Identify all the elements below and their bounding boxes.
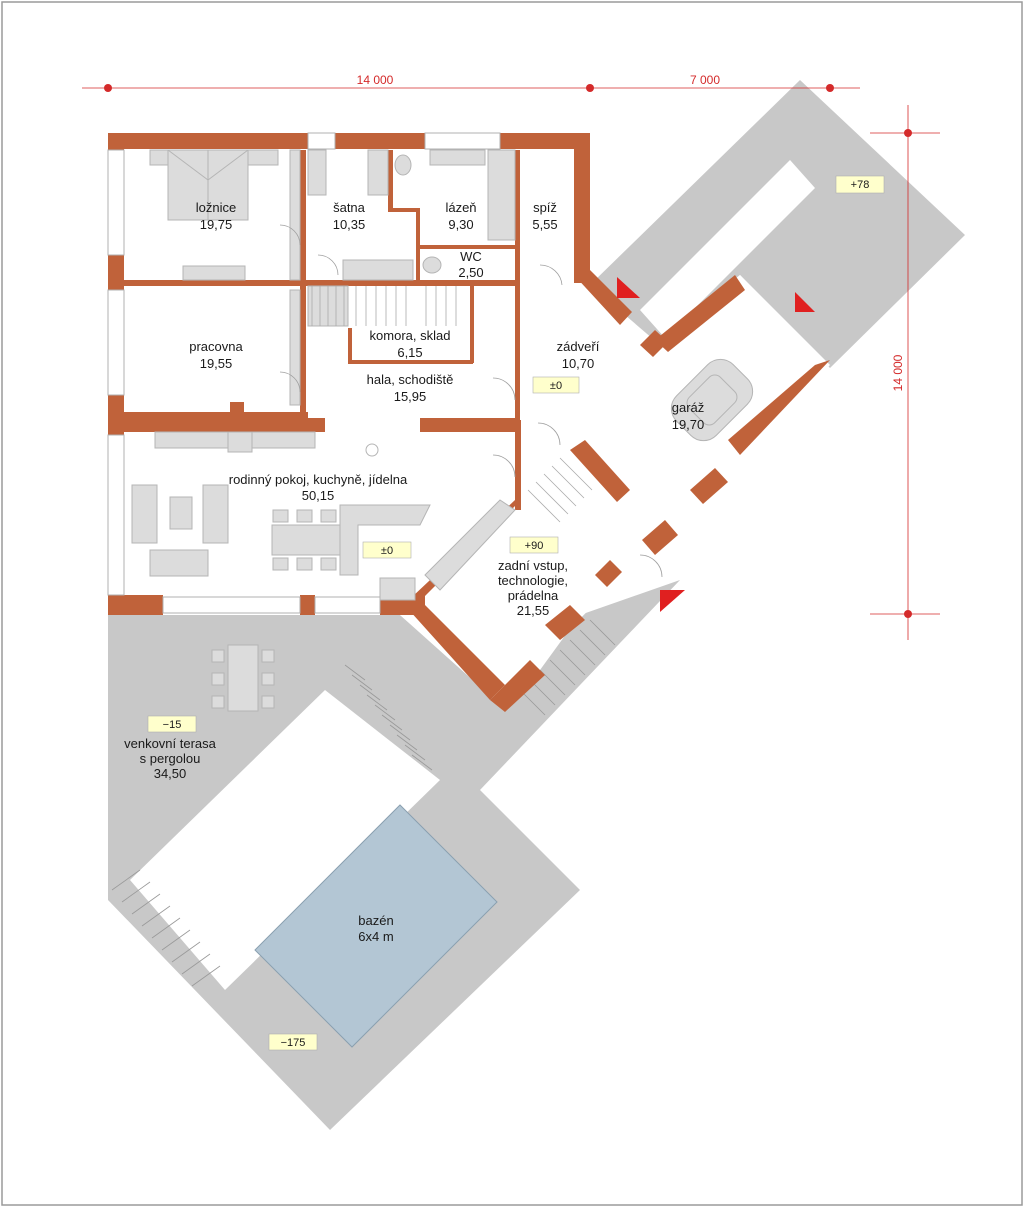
room-komora-area: 6,15 <box>397 345 422 360</box>
room-loznice-name: ložnice <box>196 200 236 215</box>
room-zadni-vstup-line1: zadní vstup, <box>498 558 568 573</box>
furniture <box>131 149 754 712</box>
room-komora-name: komora, sklad <box>370 328 451 343</box>
exterior-walls <box>108 133 830 712</box>
room-satna-name: šatna <box>333 200 366 215</box>
entrance-arrow-icon <box>660 590 685 612</box>
room-wc-name: WC <box>460 249 482 264</box>
level-back-entry-text: +90 <box>525 540 544 552</box>
level-tag-hall <box>532 376 580 394</box>
level-tags: +78 ±0 ±0 +90 −15 −175 <box>147 175 885 1051</box>
room-terasa-line2: s pergolou <box>140 751 201 766</box>
room-spiz-area: 5,55 <box>532 217 557 232</box>
dimension-top-left: 14 000 <box>357 73 394 87</box>
room-wc-area: 2,50 <box>458 265 483 280</box>
pool <box>254 804 498 1048</box>
level-hall-text: ±0 <box>550 380 562 392</box>
room-lazen-name: lázeň <box>445 200 476 215</box>
room-loznice-area: 19,75 <box>200 217 233 232</box>
dimension-top-right: 7 000 <box>690 73 720 87</box>
room-pracovna-area: 19,55 <box>200 356 233 371</box>
level-living-text: ±0 <box>381 545 393 557</box>
pool-stairs <box>111 869 221 987</box>
room-satna-area: 10,35 <box>333 217 366 232</box>
room-garaz-area: 19,70 <box>672 417 705 432</box>
room-bazen-area: 6x4 m <box>358 929 393 944</box>
entrance-markers <box>617 277 815 612</box>
entrance-arrow-icon <box>795 292 815 312</box>
level-garage-drive-text: +78 <box>851 179 870 191</box>
room-pracovna-name: pracovna <box>189 339 243 354</box>
room-zadveri-area: 10,70 <box>562 356 595 371</box>
entrance-arrow-icon <box>617 277 640 298</box>
room-zadni-vstup-area: 21,55 <box>517 603 550 618</box>
room-lazen-area: 9,30 <box>448 217 473 232</box>
room-bazen-name: bazén <box>358 913 393 928</box>
dimension-right: 14 000 <box>891 354 905 391</box>
terrace-stairs <box>344 664 433 771</box>
level-tag-living <box>362 541 412 559</box>
level-terrace-text: −15 <box>163 719 182 731</box>
room-zadni-vstup-line2: technologie, <box>498 573 568 588</box>
driveway-lane-cutout <box>640 160 815 338</box>
room-terasa-line1: venkovní terasa <box>124 736 217 751</box>
room-spiz-name: spíž <box>533 200 557 215</box>
room-hala-area: 15,95 <box>394 389 427 404</box>
room-terasa-area: 34,50 <box>154 766 187 781</box>
room-labels: ložnice 19,75 šatna 10,35 lázeň 9,30 spí… <box>124 200 704 944</box>
windows <box>107 132 501 614</box>
room-obyvak-name: rodinný pokoj, kuchyně, jídelna <box>229 472 408 487</box>
level-tag-back-entry <box>509 536 559 554</box>
room-hala-name: hala, schodiště <box>367 372 454 387</box>
level-tag-pool-deck <box>268 1033 318 1051</box>
room-obyvak-area: 50,15 <box>302 488 335 503</box>
level-pool-deck-text: −175 <box>281 1037 306 1049</box>
room-zadveri-name: zádveří <box>557 339 600 354</box>
door-swings <box>279 224 663 578</box>
room-zadni-vstup-line3: prádelna <box>508 588 559 603</box>
level-tag-garage-drive <box>835 175 885 194</box>
garden-lawn-cutout <box>130 690 440 990</box>
level-tag-terrace <box>147 715 197 733</box>
dimension-markers <box>104 84 912 618</box>
room-garaz-name: garáž <box>672 400 705 415</box>
